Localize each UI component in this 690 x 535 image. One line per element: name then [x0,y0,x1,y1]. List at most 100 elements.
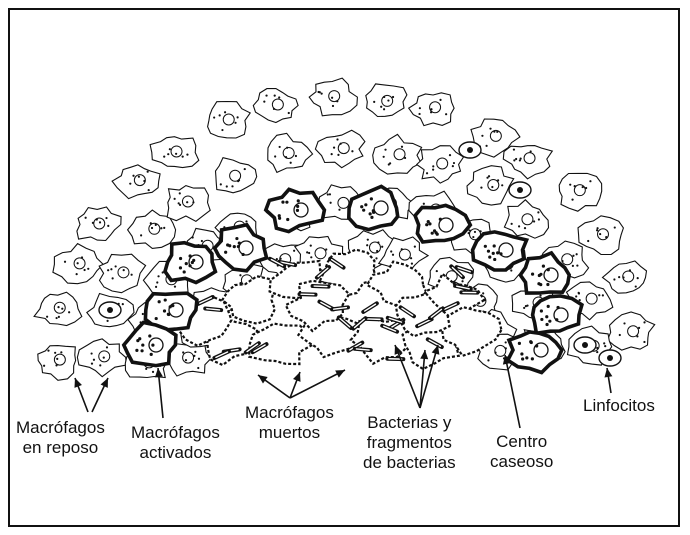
arrow-head [293,372,300,382]
granule [321,93,323,95]
granule [231,185,233,187]
cell-nucleus [338,197,349,208]
granule [336,100,338,102]
granule [383,156,385,158]
granule [433,229,436,232]
granule [90,352,92,354]
resting-macrophage [373,134,422,174]
activated-macrophage [266,189,325,231]
granule [383,108,385,110]
lymphocyte-dot [467,147,473,153]
granule [529,340,532,343]
granule [575,295,577,297]
granule [546,283,549,286]
label-caseous-center: Centro caseoso [490,432,553,472]
granule [338,209,340,211]
granule [213,116,215,118]
cell-nucleus [149,338,163,352]
lymphocyte [99,302,121,318]
granule [155,317,158,320]
granule [286,147,288,149]
granule [482,292,484,294]
granule [332,105,334,107]
granule [404,157,406,159]
granule [430,111,432,113]
granule [518,225,520,227]
granule [157,275,159,277]
arrow-head [74,378,81,388]
granule [428,222,431,225]
label-arrow [74,378,88,412]
label-lymphocytes-line1: Linfocitos [583,396,655,416]
granule [279,146,281,148]
granule [449,154,451,156]
cell-nucleus [369,242,380,253]
granule [487,359,489,361]
granule [136,339,139,342]
cell-nucleus [169,303,183,317]
granule [480,187,482,189]
granule [453,162,455,164]
granule [310,245,312,247]
cell-nucleus [394,149,405,160]
label-dead-line1: Macrófagos [245,403,334,423]
granule [244,168,246,170]
granule [603,342,605,344]
granule [531,273,534,276]
granule [518,342,521,345]
resting-macrophage [467,166,514,205]
granule [148,334,151,337]
granule [542,265,545,268]
activated-macrophage [215,225,267,271]
resting-macrophage [366,84,407,117]
label-activated-macrophages: Macrófagos activados [131,423,220,463]
label-caseous-line2: caseoso [490,452,553,472]
granule [197,367,199,369]
granule [179,266,182,269]
granule [376,250,378,252]
cell-nucleus [488,180,499,191]
granule [485,145,487,147]
granule [572,265,574,267]
label-resting-line2: en reposo [16,438,105,458]
granule [619,334,621,336]
label-arrow [155,368,163,418]
lymphocyte-dot [107,307,113,313]
granule [436,233,439,236]
granule [431,232,434,235]
granule [77,262,79,264]
granule [122,303,124,305]
granule [106,320,108,322]
lymphocyte [574,337,596,353]
granule [547,268,550,271]
resting-macrophage [34,292,82,325]
granule [637,277,639,279]
granule [629,269,631,271]
granule [239,274,241,276]
cell-nucleus [223,114,234,125]
granule [418,113,420,115]
resting-macrophage [38,346,76,381]
granule [596,227,598,229]
cell-nucleus [495,345,506,356]
granule [505,341,507,343]
granule [571,199,573,201]
granule [430,108,432,110]
granule [147,171,149,173]
granule [643,341,645,343]
granule [183,270,186,273]
granule [273,108,275,110]
granule [329,193,331,195]
granule [366,244,368,246]
activated-macrophage [533,296,582,333]
granule [572,255,574,257]
granule [99,221,101,223]
resting-macrophage [99,254,145,293]
granule [643,321,645,323]
granule [605,236,607,238]
granule [224,111,226,113]
granule [233,245,236,248]
cell-nucleus [94,218,105,229]
granule [383,96,385,98]
granule [167,153,169,155]
